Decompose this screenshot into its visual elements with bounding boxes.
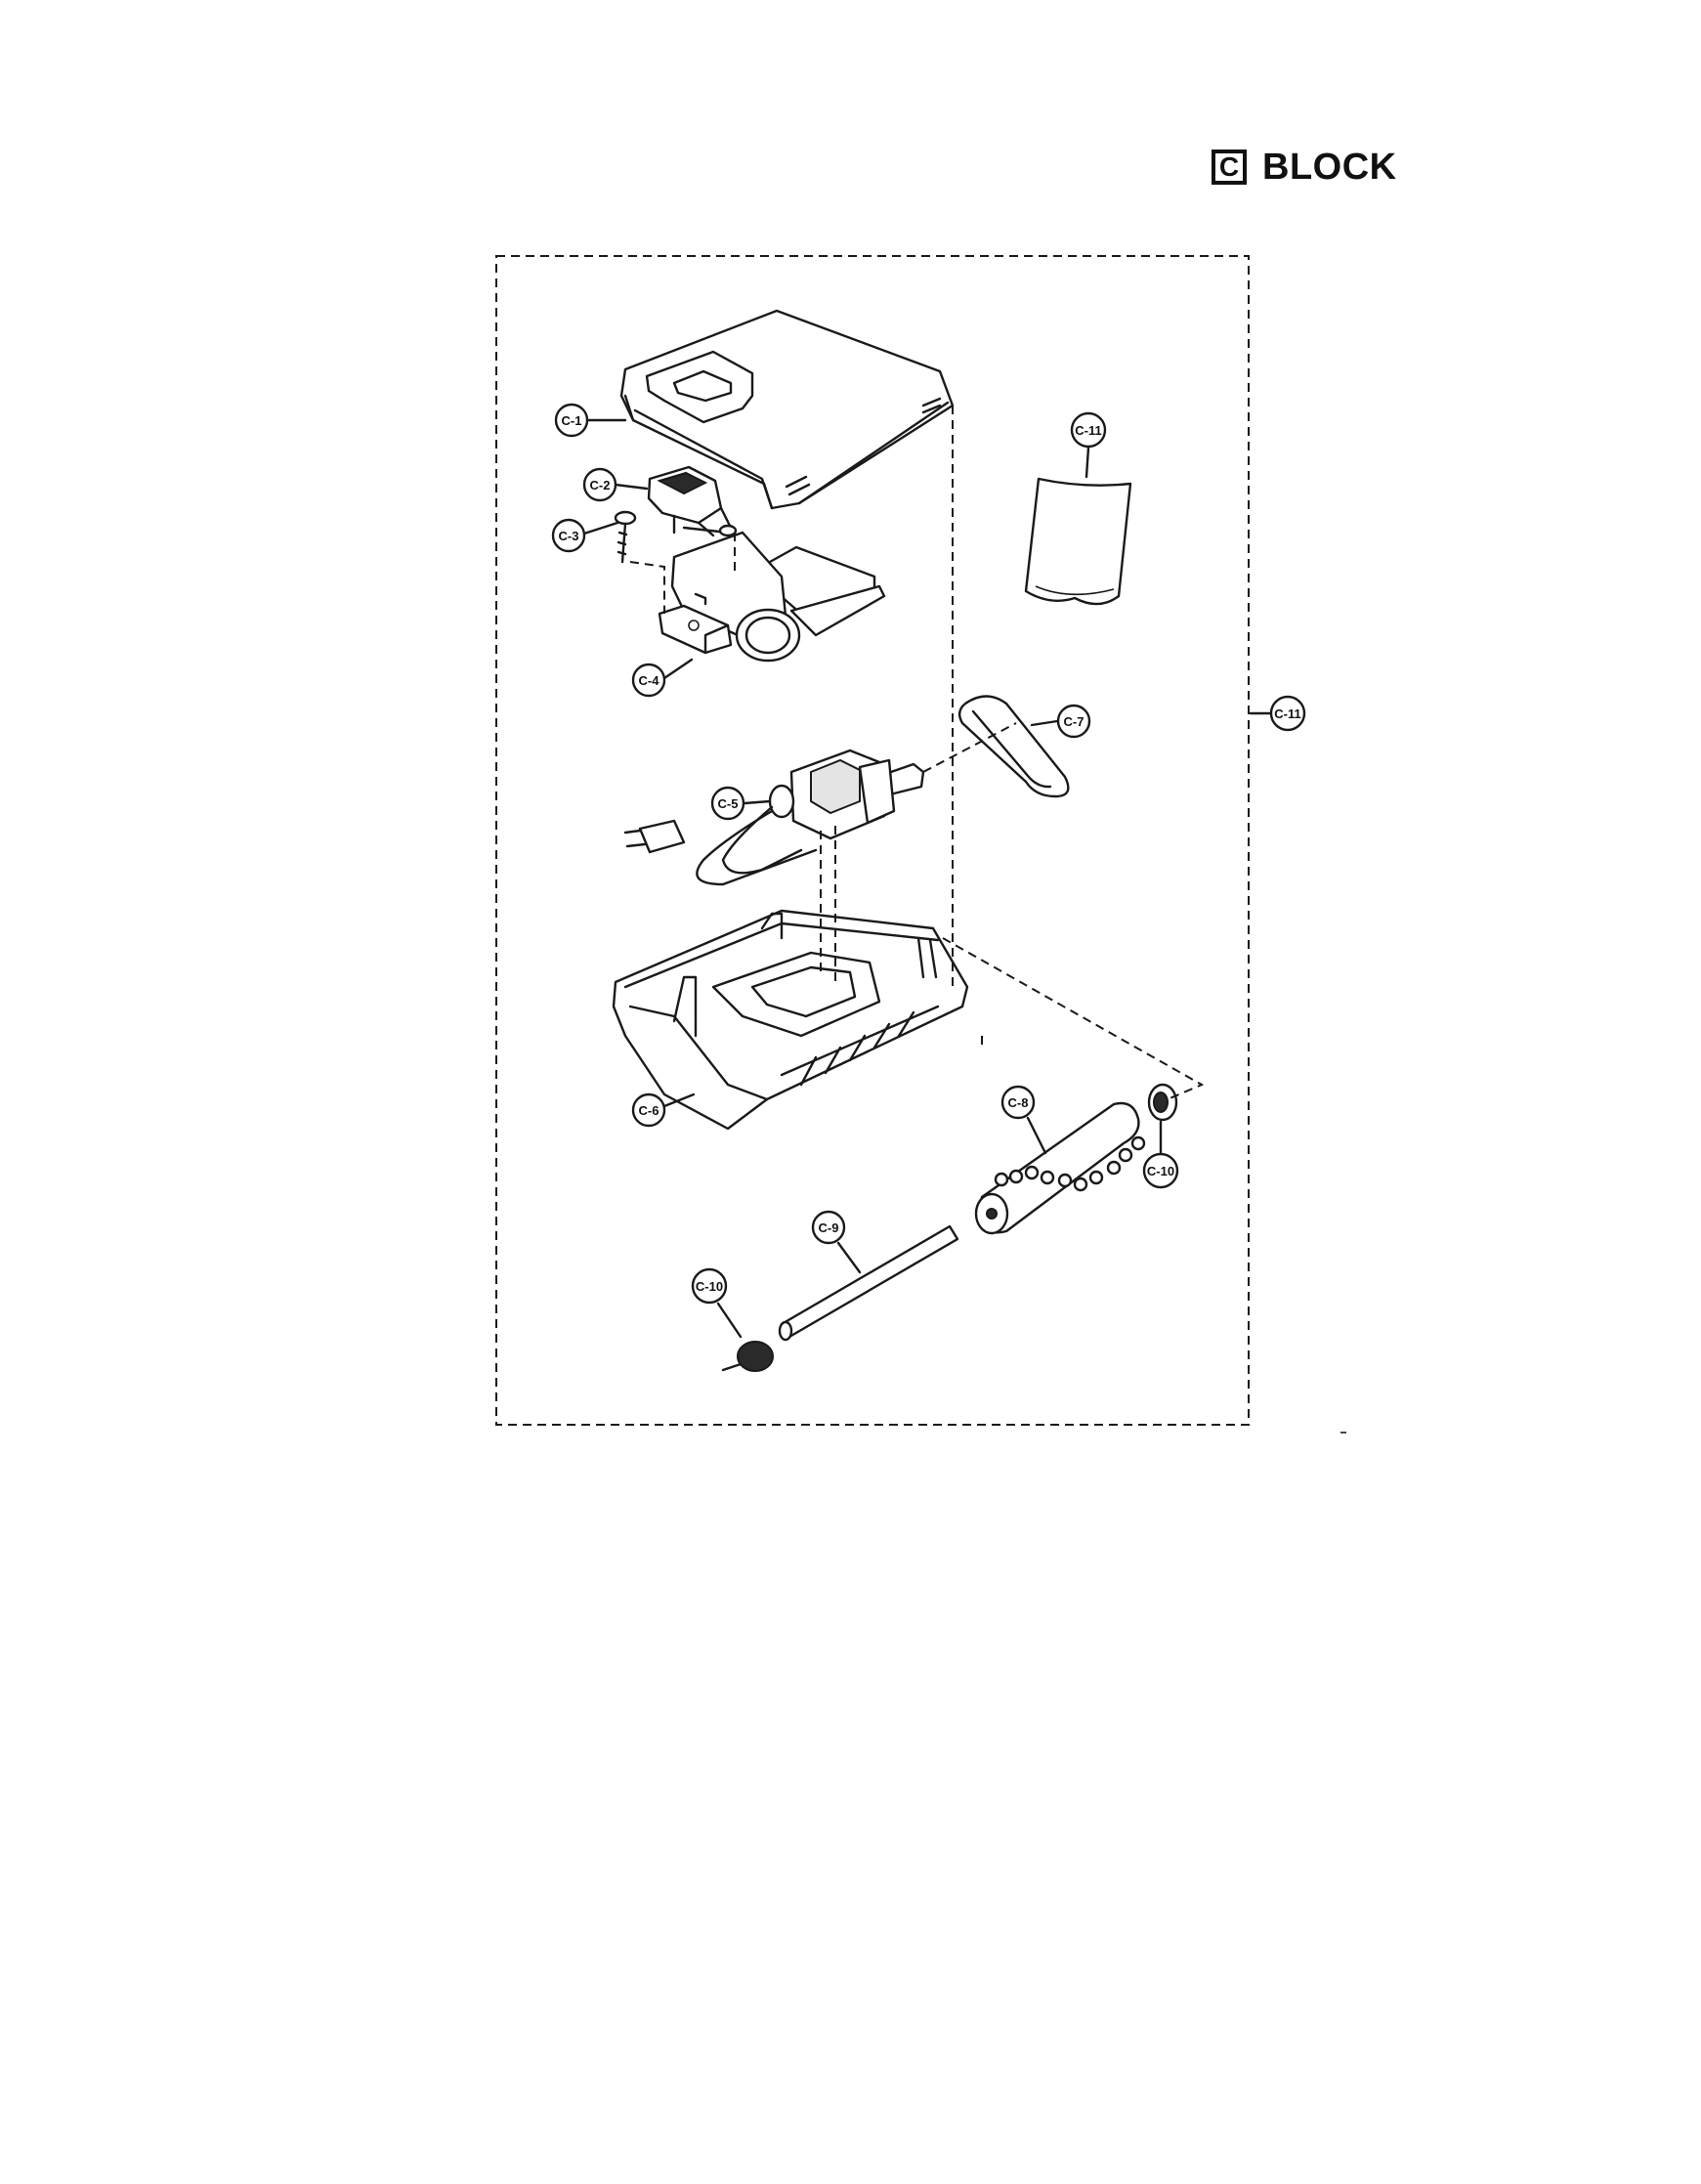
paper-bag-part [1024, 477, 1132, 606]
base-part [612, 909, 969, 1131]
shaft-part [778, 1224, 959, 1342]
switch-part [647, 465, 738, 537]
svg-text:C-5: C-5 [718, 796, 739, 811]
svg-text:C-10: C-10 [696, 1279, 723, 1294]
svg-text:C-8: C-8 [1008, 1095, 1029, 1110]
motor-part [623, 749, 925, 886]
belt-part [957, 695, 1070, 798]
callout-c11-kit: C-11 [1269, 695, 1306, 732]
block-letter: C [1218, 151, 1240, 182]
svg-text:C-11: C-11 [1274, 707, 1300, 721]
callout-c4: C-4 [631, 663, 666, 698]
callout-c10-right: C-10 [1142, 1152, 1179, 1189]
svg-text:C-4: C-4 [639, 673, 660, 688]
callout-c11-bag: C-11 [1070, 411, 1107, 449]
svg-text:C-1: C-1 [562, 413, 582, 428]
screw-part [614, 510, 637, 564]
callout-c2: C-2 [582, 467, 617, 502]
svg-text:C-6: C-6 [639, 1103, 659, 1118]
assembly-guides [629, 406, 1205, 1100]
callout-c9: C-9 [811, 1210, 846, 1245]
end-cap-right-part [1147, 1083, 1178, 1122]
nozzle-housing-part [658, 531, 886, 663]
callout-c8: C-8 [1000, 1085, 1036, 1120]
svg-text:C-9: C-9 [819, 1220, 839, 1235]
block-title: BLOCK [1262, 146, 1397, 188]
assembly-boundary [495, 255, 1250, 1426]
svg-text:C-3: C-3 [559, 529, 579, 543]
callout-c6: C-6 [631, 1092, 666, 1128]
callout-c1: C-1 [554, 403, 589, 438]
svg-text:C-2: C-2 [590, 478, 611, 492]
callout-c7: C-7 [1056, 704, 1091, 739]
block-header: C BLOCK [1212, 147, 1397, 188]
svg-text:C-11: C-11 [1075, 423, 1101, 438]
svg-text:C-10: C-10 [1147, 1164, 1174, 1178]
block-letter-box: C [1212, 150, 1247, 185]
callout-c3: C-3 [551, 518, 586, 553]
brush-roll-part [974, 1101, 1146, 1235]
top-cover-part [619, 309, 955, 510]
svg-text:C-7: C-7 [1064, 714, 1084, 729]
callout-c5: C-5 [710, 786, 745, 821]
leader-lines [582, 418, 1272, 1339]
callout-c10-left: C-10 [691, 1267, 728, 1305]
end-cap-left-part [721, 1341, 774, 1372]
